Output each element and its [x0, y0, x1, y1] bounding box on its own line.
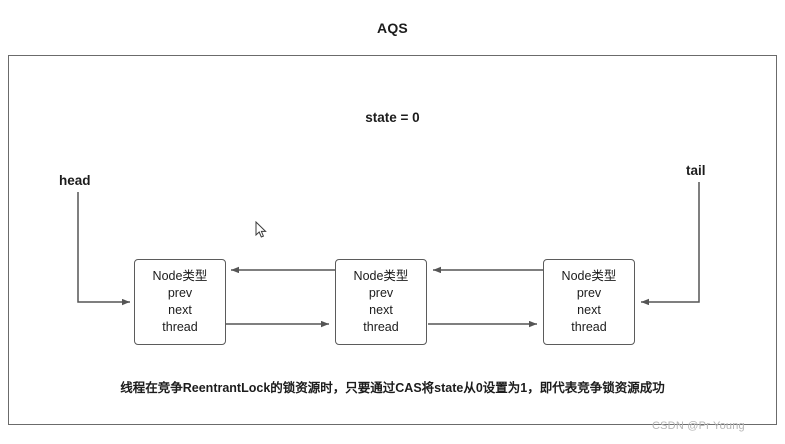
node-next-label: next	[168, 303, 192, 317]
state-label: state = 0	[365, 110, 420, 125]
node-type-label: Node类型	[561, 269, 617, 283]
node-next-label: next	[369, 303, 393, 317]
head-pointer-label: head	[59, 173, 91, 188]
node-thread-label: thread	[363, 320, 399, 334]
tail-pointer-label: tail	[686, 163, 706, 178]
node-prev-label: prev	[167, 286, 193, 300]
node-type-label: Node类型	[152, 269, 208, 283]
page-title: AQS	[377, 20, 408, 36]
mouse-cursor-icon	[255, 221, 267, 238]
node-type-label: Node类型	[353, 269, 409, 283]
watermark-label: CSDN @Pr Young	[652, 420, 745, 432]
node-box: Node类型 prev next thread	[543, 259, 635, 345]
node-next-label: next	[577, 303, 601, 317]
node-prev-label: prev	[576, 286, 602, 300]
diagram-caption: 线程在竞争ReentrantLock的锁资源时，只要通过CAS将state从0设…	[120, 381, 665, 395]
node-box: Node类型 prev next thread	[134, 259, 226, 345]
node-box: Node类型 prev next thread	[335, 259, 427, 345]
node-thread-label: thread	[571, 320, 607, 334]
node-thread-label: thread	[162, 320, 198, 334]
node-prev-label: prev	[368, 286, 394, 300]
